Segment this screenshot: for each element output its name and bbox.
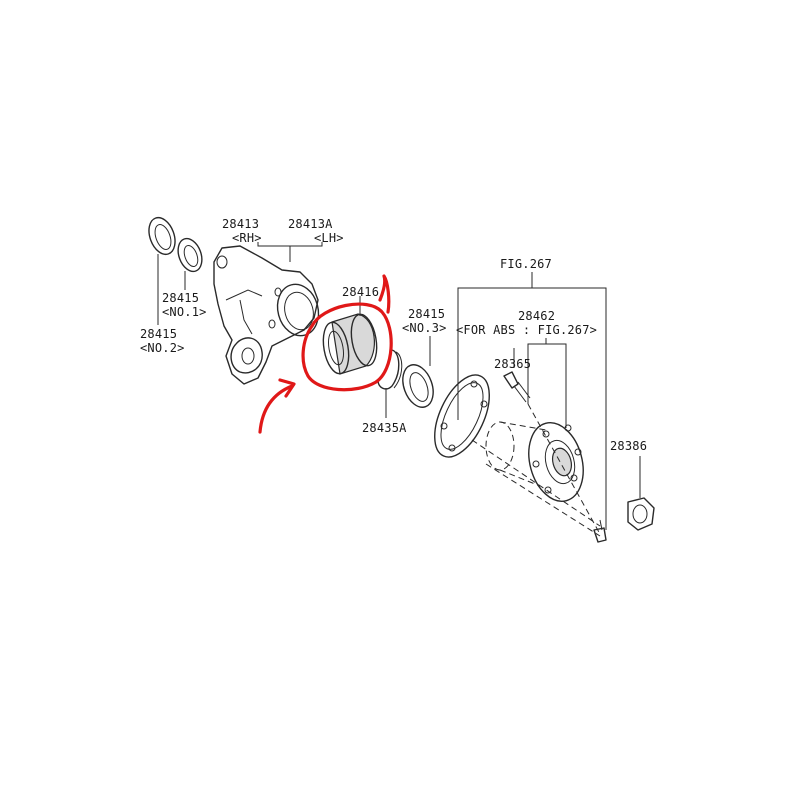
label-28462: 28462 (518, 309, 555, 323)
highlight-tail (378, 274, 391, 314)
label-28386: 28386 (610, 439, 647, 453)
hub-bolt-28365[interactable] (503, 371, 531, 403)
axis-dash-2 (471, 439, 601, 527)
label-28413a: 28413A (288, 217, 333, 231)
label-28416: 28416 (342, 285, 379, 299)
label-for-abs: <FOR ABS : FIG.267> (456, 323, 597, 337)
label-no3: <NO.3> (402, 321, 447, 335)
highlight-arrow-head (278, 378, 296, 398)
label-rh: <RH> (232, 231, 262, 245)
label-28365: 28365 (494, 357, 531, 371)
label-fig267: FIG.267 (500, 257, 552, 271)
highlight-circle (301, 302, 393, 392)
label-28415-no2: 28415 (140, 327, 177, 341)
label-28413: 28413 (222, 217, 259, 231)
label-28415-no1: 28415 (162, 291, 199, 305)
snap-ring-28435a[interactable] (377, 349, 403, 390)
seal-28415-no2[interactable] (144, 214, 180, 258)
bracket-28462 (527, 343, 567, 428)
seal-28415-no1[interactable] (174, 235, 206, 274)
label-28435a: 28435A (362, 421, 407, 435)
bearing-28416[interactable] (320, 312, 381, 375)
label-no2: <NO.2> (140, 341, 185, 355)
label-28415-no3: 28415 (408, 307, 445, 321)
nut-28386[interactable] (627, 497, 655, 531)
label-no1: <NO.1> (162, 305, 207, 319)
screw[interactable] (593, 519, 607, 543)
seal-28415-no3[interactable] (397, 361, 438, 412)
hub-28462[interactable] (485, 417, 591, 508)
axis-dash-1 (527, 403, 601, 535)
knuckle-28413[interactable] (213, 245, 324, 385)
sensor-rotor-ring[interactable] (423, 367, 500, 465)
bracket-knuckle (257, 242, 323, 247)
axis-dash-3 (485, 463, 601, 537)
highlight-arrow-shaft (258, 384, 294, 434)
label-lh: <LH> (314, 231, 344, 245)
